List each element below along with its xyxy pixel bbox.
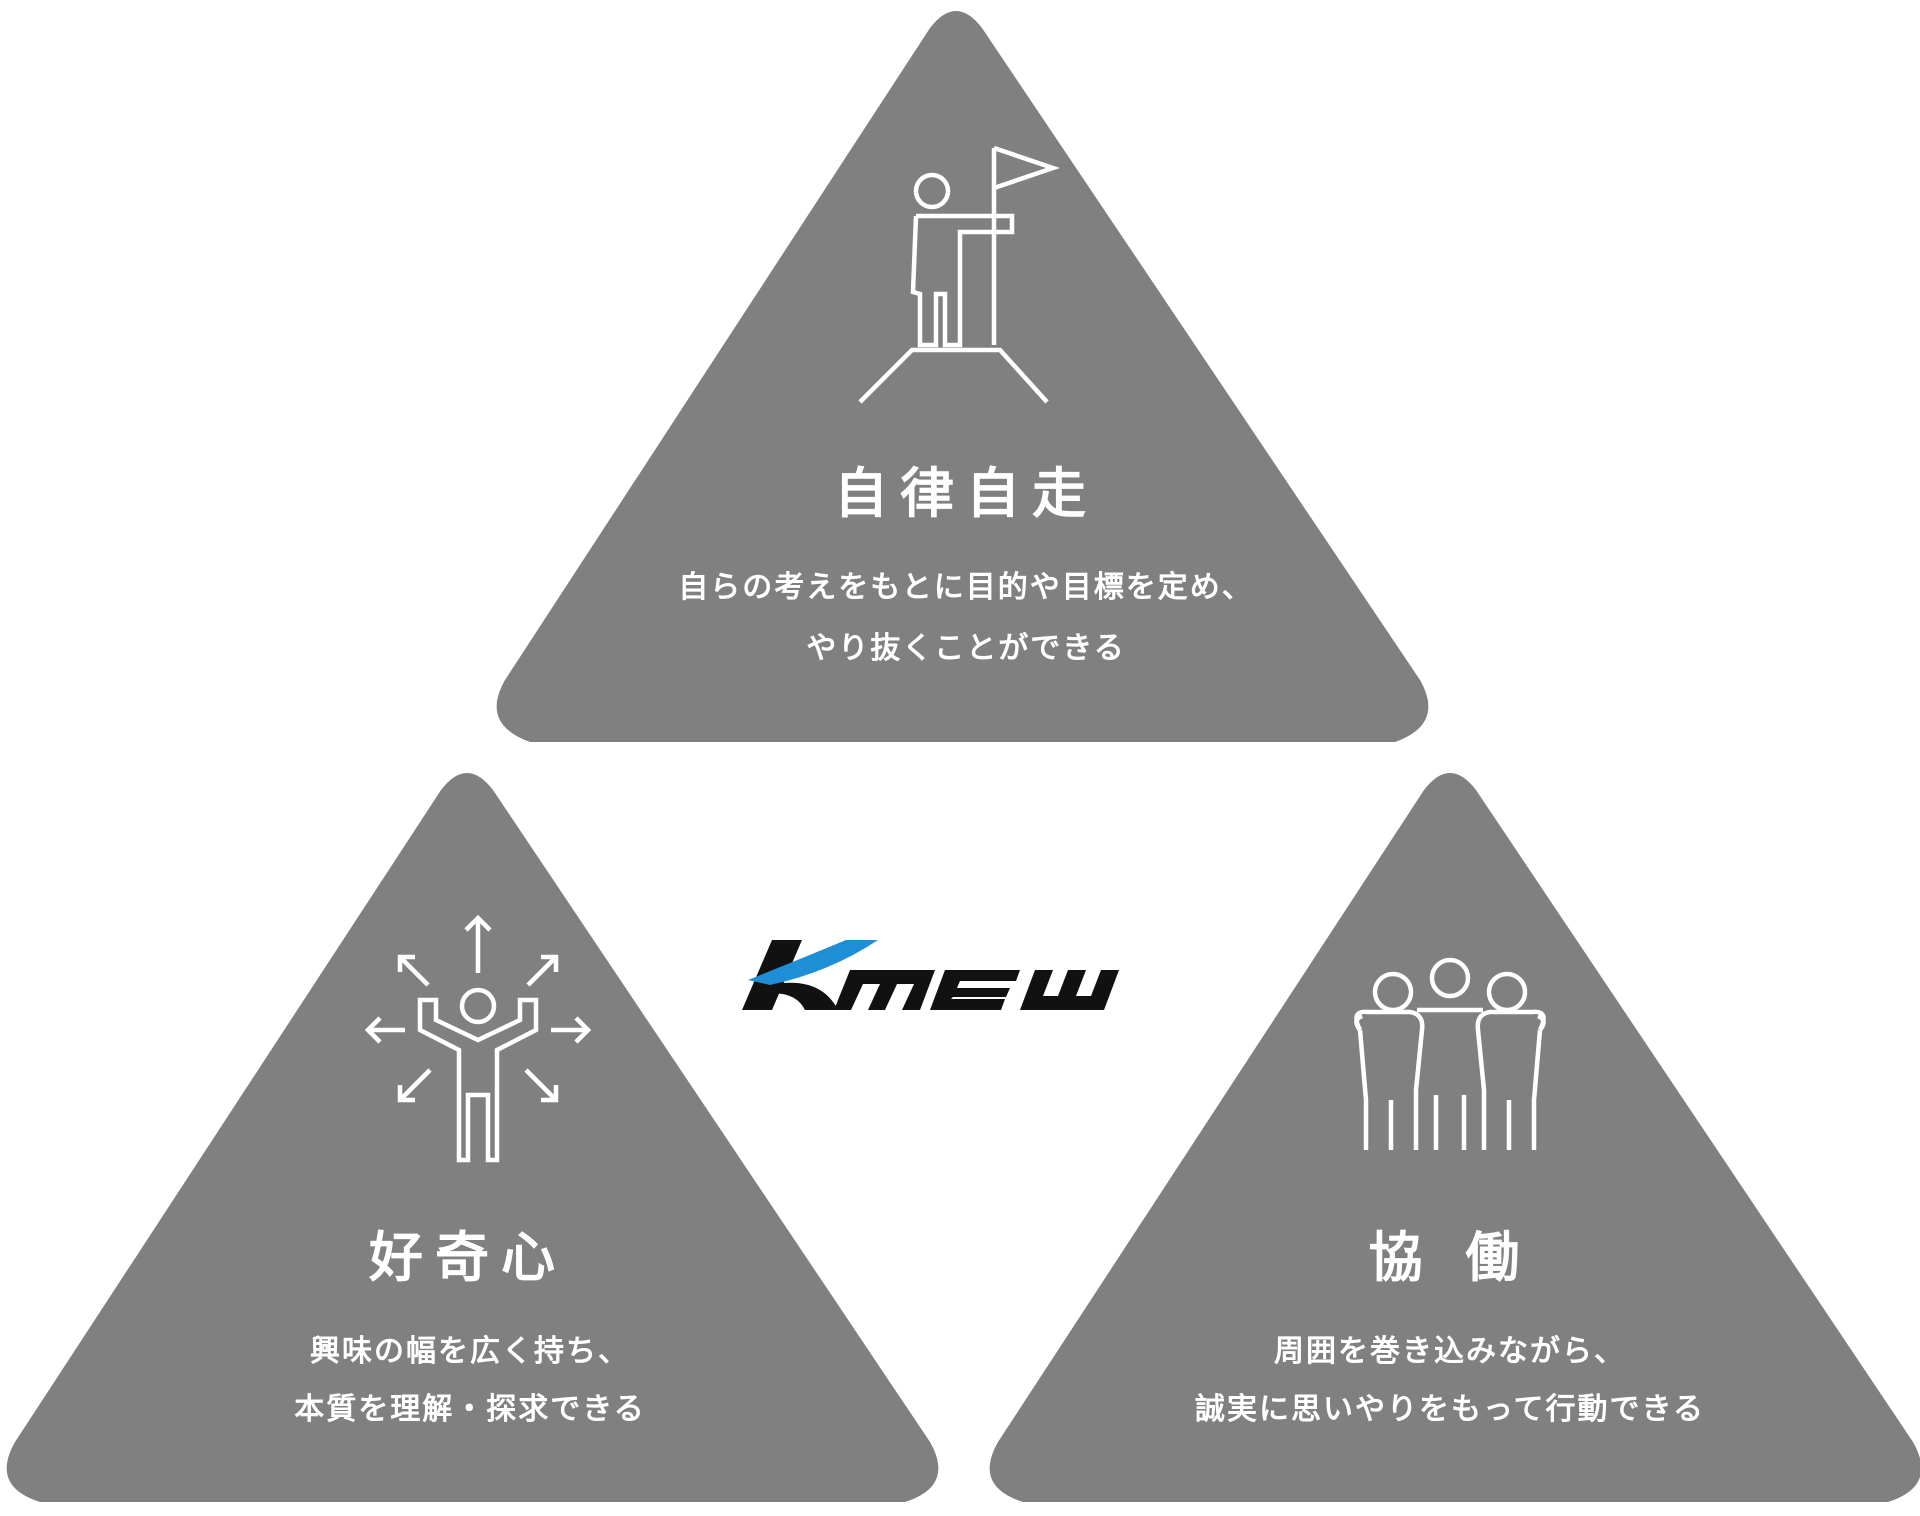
value-title: 協 働 (1369, 1226, 1532, 1289)
person-with-arrows-icon (364, 914, 592, 1163)
triangle-shape (496, 11, 1429, 742)
value-description-line-1: 周囲を巻き込みながら、 (1274, 1334, 1626, 1369)
value-description-line-1: 自らの考えをもとに目的や目標を定め、 (678, 570, 1253, 605)
value-description-line-2: やり抜くことができる (806, 631, 1125, 666)
value-collaboration: 協 働 周囲を巻き込みながら、 誠実に思いやりをもって行動できる (989, 773, 1920, 1502)
value-description-line-2: 誠実に思いやりをもって行動できる (1195, 1392, 1705, 1427)
three-people-icon (1354, 957, 1546, 1150)
person-with-flag-icon (858, 145, 1061, 404)
triangle-shape (989, 773, 1920, 1502)
value-title: 好奇心 (368, 1226, 567, 1289)
value-description-line-2: 本質を理解・探求できる (294, 1392, 645, 1427)
kmew-logo (742, 940, 1119, 1010)
value-curiosity: 好奇心 興味の幅を広く持ち、 本質を理解・探求できる (6, 773, 939, 1502)
value-description-line-1: 興味の幅を広く持ち、 (310, 1334, 630, 1369)
value-autonomy: 自律自走 自らの考えをもとに目的や目標を定め、 やり抜くことができる (496, 11, 1429, 742)
triangle-shape (6, 773, 939, 1502)
value-title: 自律自走 (834, 462, 1098, 525)
